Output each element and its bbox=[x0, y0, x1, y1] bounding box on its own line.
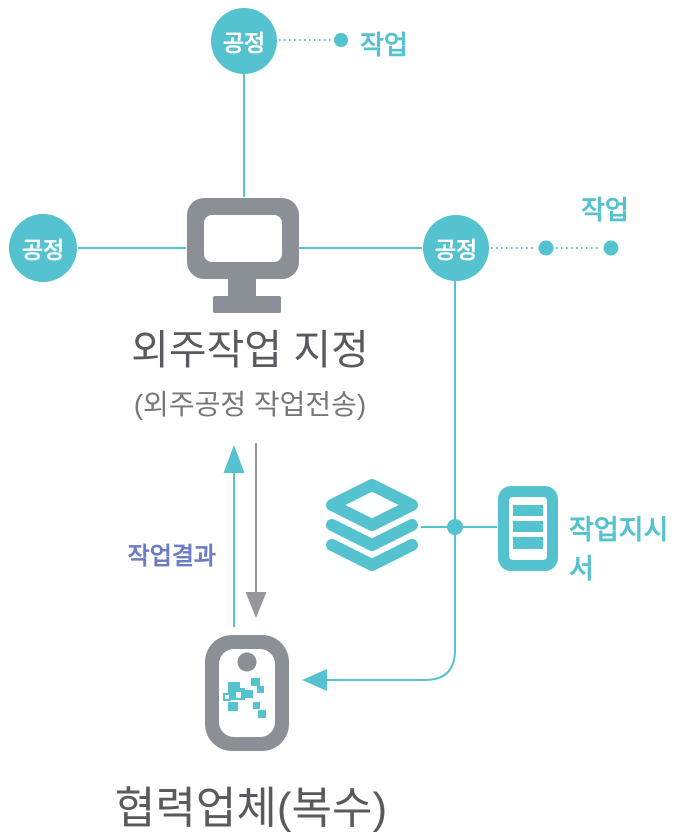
work-order-label: 작업지시서 bbox=[569, 515, 669, 584]
process-node-top: 공정 bbox=[211, 8, 277, 74]
work-result-up-arrowhead bbox=[223, 445, 245, 473]
work-order-document-icon bbox=[498, 486, 558, 571]
smartphone-qr-icon bbox=[205, 635, 289, 751]
task-label-top: 작업 bbox=[360, 30, 408, 60]
task-dot-right-1 bbox=[538, 240, 554, 256]
junction-dot bbox=[447, 519, 463, 535]
process-node-right: 공정 bbox=[423, 215, 489, 281]
center-text-block: 외주작업 지정 (외주공정 작업전송) bbox=[58, 327, 442, 423]
diagram-title: 외주작업 지정 bbox=[131, 327, 369, 373]
work-send-down-arrowhead bbox=[245, 592, 267, 618]
task-dot-right-2 bbox=[603, 240, 619, 256]
work-result-label: 작업결과 bbox=[127, 543, 216, 570]
task-dot-top bbox=[334, 33, 348, 47]
process-node-left: 공정 bbox=[9, 214, 77, 282]
process-node-left-label: 공정 bbox=[21, 237, 65, 263]
partner-label: 협력업체(복수) bbox=[114, 784, 388, 833]
monitor-icon bbox=[187, 198, 299, 313]
arrowhead-to-phone bbox=[302, 669, 327, 691]
layers-icon bbox=[326, 479, 418, 571]
path-right-process-to-phone bbox=[327, 281, 456, 681]
diagram-subtitle: (외주공정 작업전송) bbox=[133, 389, 367, 421]
process-node-right-label: 공정 bbox=[434, 237, 478, 263]
process-node-top-label: 공정 bbox=[222, 30, 266, 56]
task-label-right: 작업 bbox=[581, 195, 629, 225]
